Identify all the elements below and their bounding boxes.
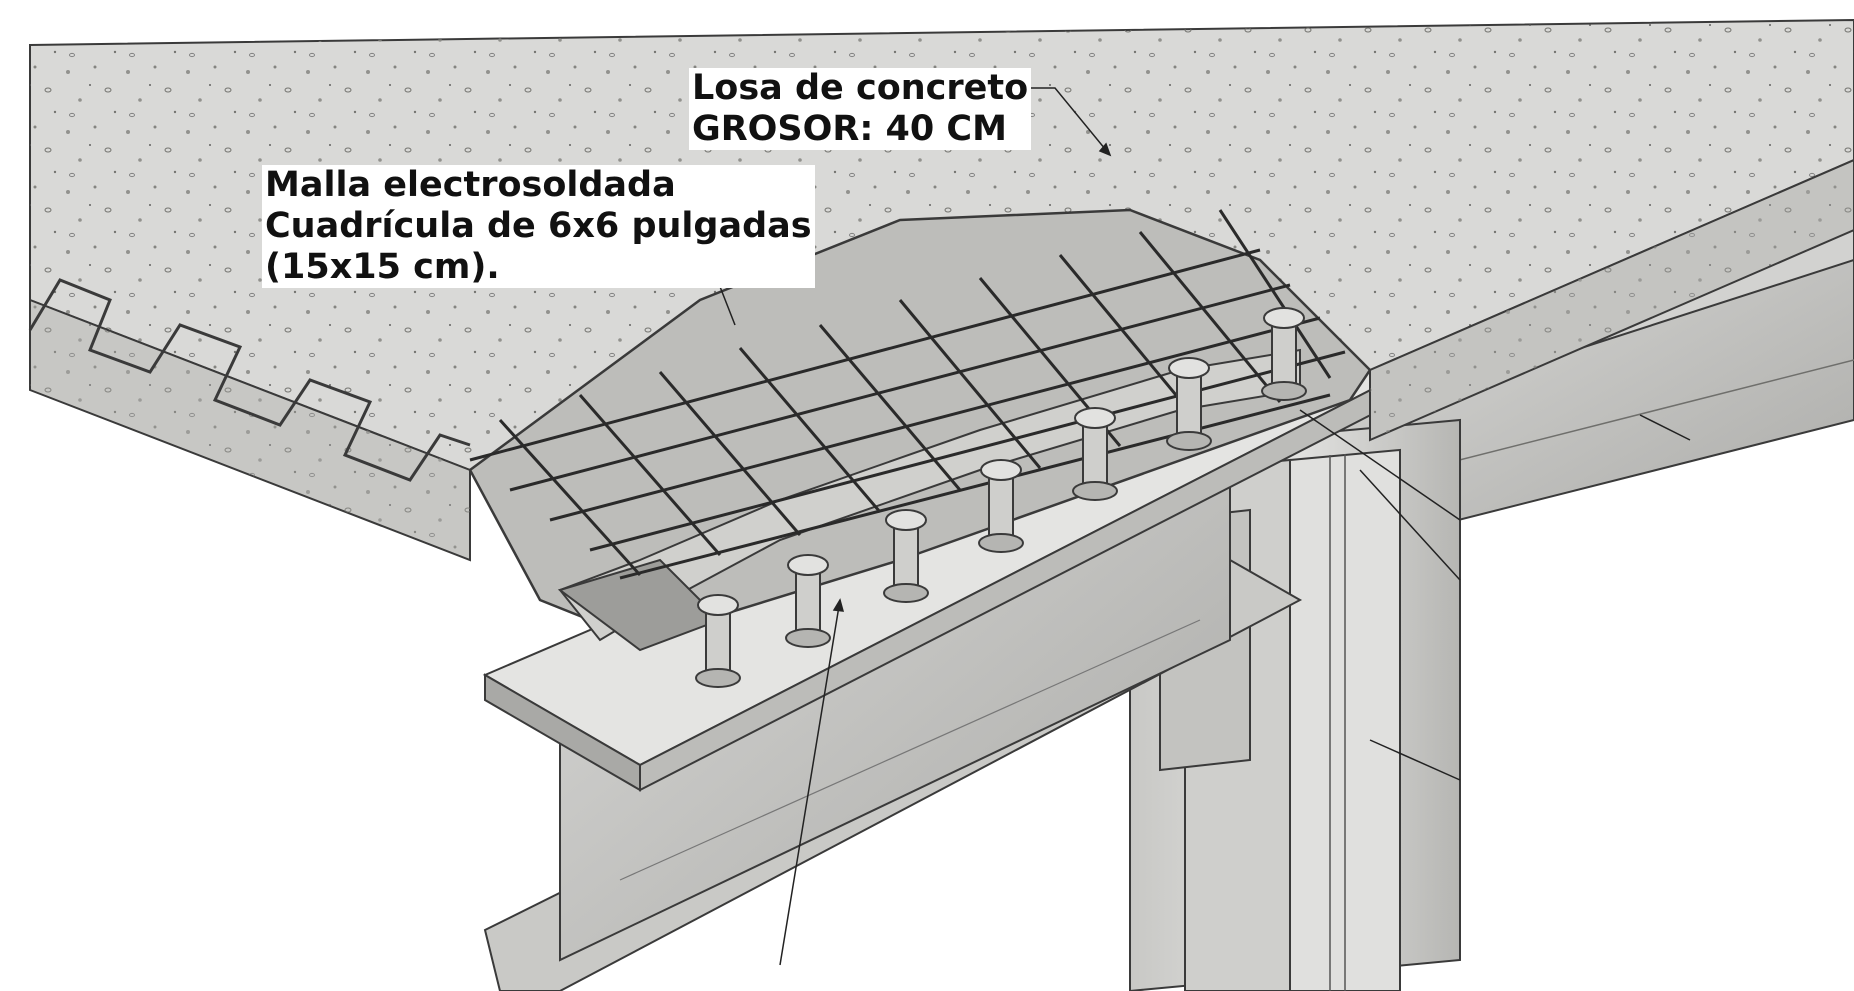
label-malla-grid-metric: (15x15 cm).	[265, 247, 500, 287]
shear-studs	[695, 307, 1307, 688]
leader-column	[1369, 739, 1461, 781]
welded-wire-mesh	[469, 209, 1346, 580]
leader-flange	[1299, 409, 1461, 521]
shear-stud	[695, 594, 741, 688]
leader-losa	[1030, 87, 1111, 156]
shear-stud	[883, 509, 929, 603]
label-losa-de-concreto: Losa de concreto GROSOR: 40 CM	[689, 68, 1032, 150]
leader-web	[1359, 469, 1461, 581]
label-malla-title: Malla electrosoldada	[265, 165, 676, 205]
leader-losa-arrow	[1098, 142, 1112, 157]
shear-stud	[1166, 357, 1212, 451]
leader-stud	[779, 599, 841, 966]
leader-beam	[1639, 414, 1691, 441]
leader-lines	[689, 87, 1691, 966]
label-malla-electrosoldada: Malla electrosoldada Cuadrícula de 6x6 p…	[262, 165, 815, 288]
label-losa-title: Losa de concreto	[692, 68, 1029, 108]
shear-stud	[1072, 407, 1118, 501]
shear-stud	[978, 459, 1024, 553]
shear-stud	[1261, 307, 1307, 401]
label-losa-thickness: GROSOR: 40 CM	[692, 109, 1007, 149]
label-malla-grid: Cuadrícula de 6x6 pulgadas	[265, 206, 812, 246]
shear-stud	[785, 554, 831, 648]
